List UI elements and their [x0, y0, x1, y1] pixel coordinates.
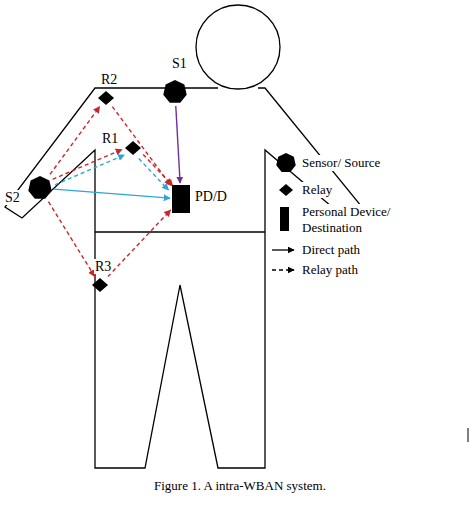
- node-shape: [92, 278, 108, 292]
- sensor-symbol: [28, 176, 51, 199]
- node-label: S2: [4, 190, 21, 205]
- direct-path: [54, 189, 170, 198]
- relay-path: [50, 107, 100, 175]
- waist-line: [95, 231, 265, 232]
- node-shape: [125, 141, 141, 155]
- relay-node: R2: [98, 91, 114, 105]
- legend-text: Direct path: [300, 242, 362, 258]
- legend-text: Sensor/ Source: [300, 155, 382, 171]
- node-label: PD/D: [194, 189, 228, 204]
- node-label: R3: [94, 259, 112, 274]
- legend-symbols: [272, 153, 296, 270]
- node-shape: [163, 80, 187, 104]
- node-shape: [98, 91, 114, 105]
- relay-path: [48, 202, 94, 277]
- figure-caption: Figure 1. A intra-WBAN system.: [154, 478, 326, 494]
- node-shape: [172, 185, 190, 213]
- legend-symbol: [279, 184, 293, 196]
- node-label: R2: [100, 72, 118, 87]
- body-outline: [5, 88, 362, 468]
- relay-symbol: [125, 141, 141, 155]
- relay-node: R3: [92, 278, 108, 292]
- head-outline: [196, 5, 280, 89]
- legend-symbol: [272, 250, 294, 251]
- relay-path: [53, 149, 122, 179]
- legend-symbol: [280, 207, 289, 231]
- legend-text: Relay: [300, 182, 334, 198]
- relay-path: [112, 107, 170, 186]
- relay-node: R1: [125, 141, 141, 155]
- sensor-symbol: [163, 80, 186, 103]
- relay-symbol: [98, 91, 114, 105]
- direct-path: [176, 106, 180, 183]
- legend-symbol: [272, 270, 294, 271]
- device-symbol: [172, 185, 190, 213]
- legend-text: Relay path: [300, 262, 360, 278]
- relay-path: [143, 154, 173, 186]
- relay-symbol: [92, 278, 108, 292]
- personal-device: PD/D: [172, 185, 190, 213]
- relay-path: [55, 155, 124, 185]
- node-label: R1: [101, 131, 119, 146]
- sensor-source: S2: [28, 176, 52, 200]
- legend-symbol: [276, 153, 296, 172]
- node-shape: [28, 176, 52, 200]
- stray-mark: [468, 428, 469, 442]
- relay-path: [139, 159, 169, 191]
- relay-path: [108, 210, 171, 277]
- legend-text: Personal Device/ Destination: [300, 204, 422, 236]
- node-label: S1: [171, 56, 188, 71]
- sensor-source: S1: [163, 80, 187, 104]
